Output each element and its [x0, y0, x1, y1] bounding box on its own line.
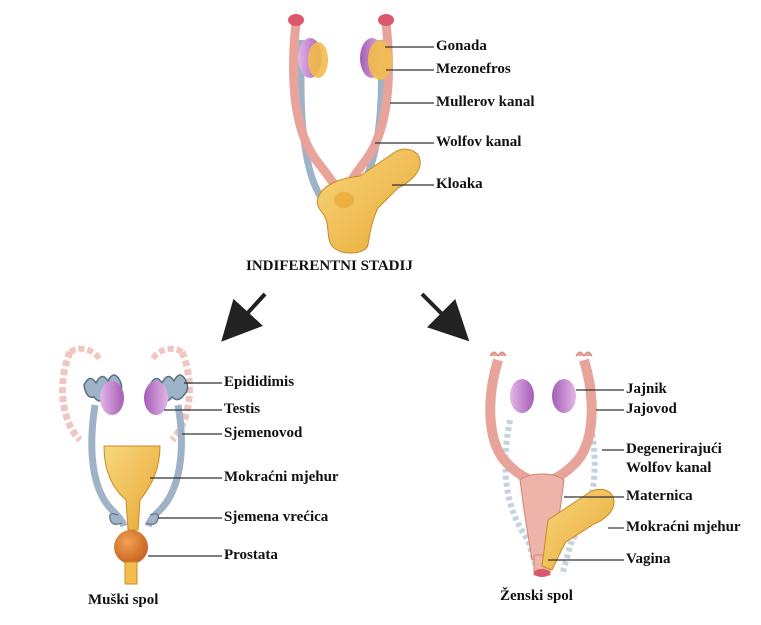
ovary-left: [510, 379, 534, 413]
arrow-to-female: [422, 294, 458, 330]
ovary-right: [552, 379, 576, 413]
female-drawing: [490, 352, 624, 577]
label-epididymis: Epididimis: [224, 374, 294, 391]
mesonephros-right: [368, 40, 392, 80]
label-mullerian-duct: Mullerov kanal: [436, 94, 534, 111]
label-gonad: Gonada: [436, 38, 487, 55]
label-ovary: Jajnik: [626, 381, 667, 398]
prostate: [114, 530, 148, 564]
testis-left: [100, 381, 124, 415]
label-vagina: Vagina: [626, 551, 670, 568]
oviduct-right: [542, 360, 592, 484]
label-testis: Testis: [224, 401, 260, 418]
label-female-bladder: Mokraćni mjehur: [626, 519, 741, 536]
label-degenerating-wolffian-line2: Wolfov kanal: [626, 460, 711, 477]
label-mesonephros: Mezonefros: [436, 61, 511, 78]
label-wolffian-duct: Wolfov kanal: [436, 134, 521, 151]
male-title: Muški spol: [88, 592, 158, 609]
mesonephros-left: [308, 42, 328, 78]
label-prostate: Prostata: [224, 547, 278, 564]
label-oviduct: Jajovod: [626, 401, 677, 418]
indifferent-stage-title: INDIFERENTNI STADIJ: [246, 258, 413, 275]
male-drawing: [63, 349, 222, 584]
label-vas-deferens: Sjemenovod: [224, 425, 302, 442]
label-male-bladder: Mokraćni mjehur: [224, 469, 339, 486]
arrow-to-male: [232, 294, 265, 330]
label-degenerating-wolffian-line1: Degenerirajući: [626, 441, 722, 458]
indifferent-stage-drawing: [288, 14, 434, 253]
label-cloaca: Kloaka: [436, 176, 483, 193]
female-title: Ženski spol: [500, 588, 573, 605]
label-seminal-vesicle: Sjemena vrećica: [224, 509, 328, 526]
oviduct-left: [490, 360, 540, 484]
label-uterus: Maternica: [626, 488, 693, 505]
